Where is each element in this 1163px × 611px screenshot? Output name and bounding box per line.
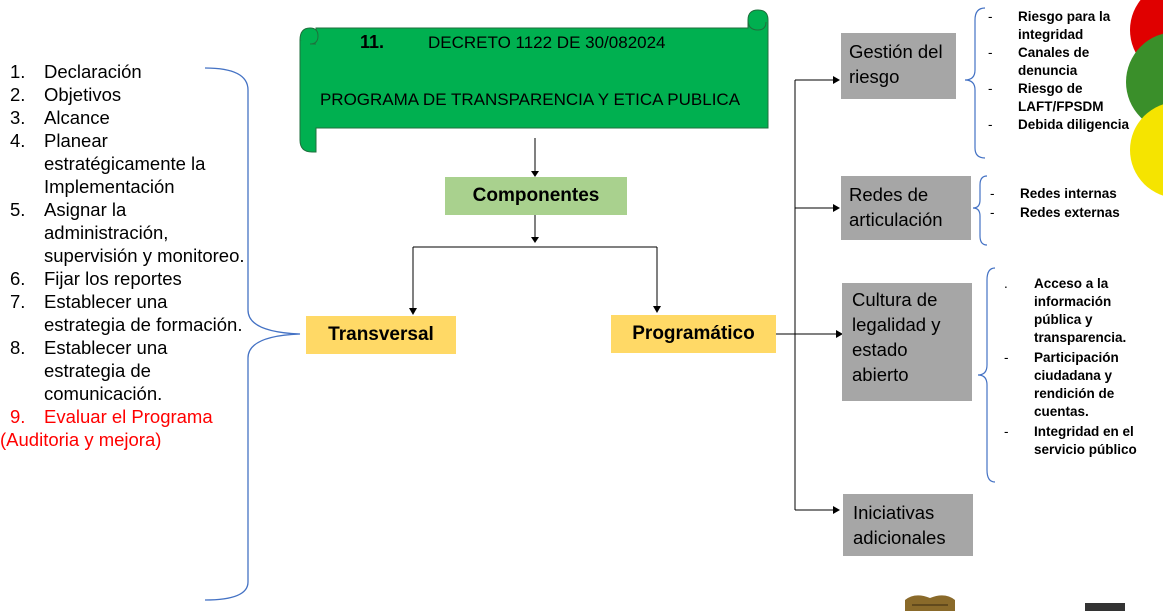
list-item: 5. Asignar la administración, supervisión… [10, 198, 250, 267]
list-item: (Auditoria y mejora) [0, 428, 250, 451]
list-item-text: Establecer una estrategia de formación. [44, 291, 243, 335]
bullet-text: Participación ciudadana y rendición de c… [1034, 350, 1119, 419]
bullet-text: Redes externas [1020, 205, 1120, 220]
bullet-marker: - [1004, 350, 1009, 365]
list-item-number: 5. [10, 199, 26, 220]
gestion-brace [964, 7, 986, 159]
bullet-marker: - [988, 45, 993, 60]
componentes-box: Componentes [445, 177, 627, 215]
list-item-number: 2. [10, 84, 26, 105]
bullet-item: - Redes externas [990, 204, 1150, 222]
list-item-text: Alcance [44, 107, 110, 128]
list-item: 2. Objetivos [10, 83, 250, 106]
gestion-riesgo-box: Gestión del riesgo [841, 33, 956, 99]
bullet-item: - Participación ciudadana y rendición de … [1004, 349, 1154, 421]
logo-circles [1126, 0, 1163, 196]
list-item-number: 4. [10, 130, 26, 151]
bullet-text: Debida diligencia [1018, 117, 1130, 132]
iniciativas-box: Iniciativas adicionales [843, 494, 973, 556]
redes-articulacion-box: Redes de articulación [841, 176, 971, 240]
bullet-text: Redes internas [1020, 186, 1117, 201]
redes-brace [972, 175, 988, 246]
list-item: 8. Establecer una estrategia de comunicac… [10, 336, 250, 405]
bullet-marker: - [1004, 424, 1009, 439]
list-item-number: 1. [10, 61, 26, 82]
bullet-marker: . [1004, 276, 1008, 291]
list-bracket [204, 67, 301, 601]
banner-decree: DECRETO 1122 DE 30/082024 [428, 33, 666, 52]
scroll-banner-shape [299, 9, 769, 153]
bullet-marker: - [990, 205, 995, 220]
list-item-text: Objetivos [44, 84, 122, 105]
programatico-box: Programático [611, 315, 776, 353]
bullet-item: - Riesgo para la integridad [988, 8, 1148, 44]
redes-items: - Redes internas - Redes externas [990, 185, 1150, 223]
bullet-item: . Acceso a la información pública y trans… [1004, 275, 1154, 347]
list-item: 6. Fijar los reportes [10, 267, 250, 290]
list-item: 1. Declaración [10, 60, 250, 83]
banner-number: 11. [360, 32, 385, 52]
list-item-number: 9. [10, 406, 26, 427]
bullet-text: Acceso a la información pública y transp… [1034, 276, 1127, 345]
list-item-number: 3. [10, 107, 26, 128]
list-item-text: Evaluar el Programa [44, 406, 213, 427]
cultura-brace [977, 267, 996, 483]
cultura-items: . Acceso a la información pública y trans… [1004, 275, 1154, 461]
bullet-item: - Riesgo de LAFT/FPSDM [988, 80, 1148, 116]
objectives-list: 1. Declaración 2. Objetivos 3. Alcance 4. Plane… [0, 60, 250, 451]
list-item-text: (Auditoria y mejora) [0, 429, 162, 450]
list-item-number: 8. [10, 337, 26, 358]
bullet-marker: - [988, 117, 993, 132]
program-banner: 11. DECRETO 1122 DE 30/082024 PROGRAMA D… [300, 30, 760, 138]
list-item-text: Fijar los reportes [44, 268, 182, 289]
list-item: 9. Evaluar el Programa [10, 405, 250, 428]
bullet-text: Riesgo de LAFT/FPSDM [1018, 81, 1104, 114]
list-item-text: Asignar la administración, supervisión y… [44, 199, 245, 266]
bullet-marker: - [988, 81, 993, 96]
bullet-item: - Integridad en el servicio público [1004, 423, 1154, 459]
banner-program: PROGRAMA DE TRANSPARENCIA Y ETICA PUBLIC… [319, 90, 741, 109]
list-item-number: 6. [10, 268, 26, 289]
transversal-box: Transversal [306, 316, 456, 354]
gestion-items: - Riesgo para la integridad - Canales de de… [988, 8, 1148, 134]
bullet-item: - Debida diligencia [988, 116, 1148, 134]
list-item: 4. Planear estratégicamente la Implementa… [10, 129, 250, 198]
list-item: 3. Alcance [10, 106, 250, 129]
bullet-text: Integridad en el servicio público [1034, 424, 1137, 457]
bullet-item: - Canales de denuncia [988, 44, 1148, 80]
emblem-partial [905, 595, 1125, 611]
list-item-text: Declaración [44, 61, 142, 82]
list-item-text: Establecer una estrategia de comunicació… [44, 337, 168, 404]
list-item: 7. Establecer una estrategia de formación… [10, 290, 250, 336]
bullet-item: - Redes internas [990, 185, 1150, 203]
bullet-marker: - [988, 9, 993, 24]
bullet-text: Riesgo para la integridad [1018, 9, 1111, 42]
list-item-number: 7. [10, 291, 26, 312]
bullet-marker: - [990, 186, 995, 201]
bullet-text: Canales de denuncia [1018, 45, 1090, 78]
list-item-text: Planear estratégicamente la Implementaci… [44, 130, 206, 197]
cultura-legalidad-box: Cultura de legalidad y estado abierto [842, 283, 972, 401]
